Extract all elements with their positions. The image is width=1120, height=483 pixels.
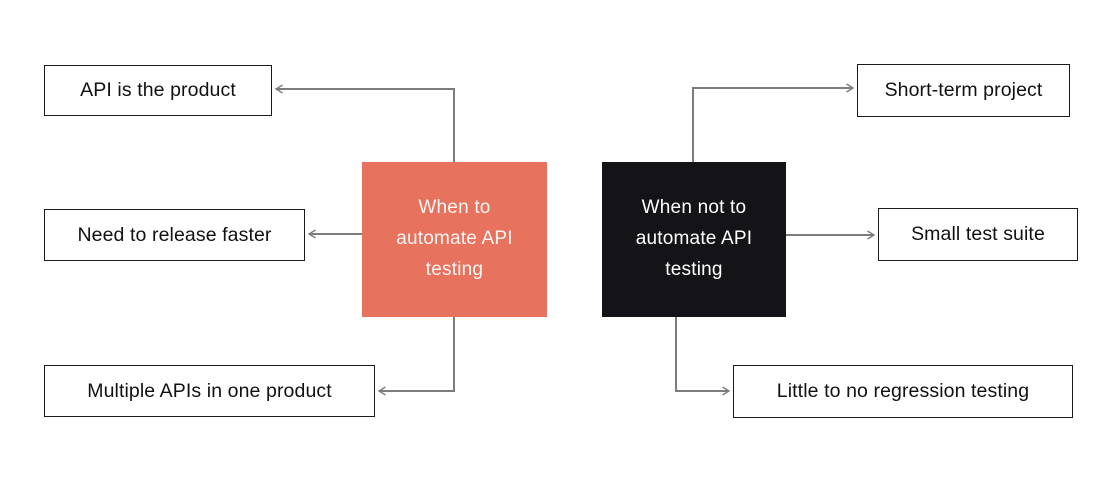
connector-when-not-short-term bbox=[692, 83, 855, 162]
node-label: API is the product bbox=[80, 79, 236, 101]
node-when-not-to-automate-api-testing: When not to automate API testing bbox=[602, 162, 786, 317]
node-label: Multiple APIs in one product bbox=[87, 379, 332, 402]
node-multiple-apis-in-one-product: Multiple APIs in one product bbox=[44, 365, 375, 417]
node-small-test-suite: Small test suite bbox=[878, 208, 1078, 261]
connector-when-to-api-product bbox=[274, 84, 455, 162]
node-label: Little to no regression testing bbox=[776, 380, 1030, 402]
node-little-to-no-regression-testing: Little to no regression testing bbox=[733, 365, 1073, 418]
node-need-to-release-faster: Need to release faster bbox=[44, 209, 305, 261]
node-when-to-automate-api-testing: When to automate API testing bbox=[362, 162, 547, 317]
connector-when-not-regression bbox=[675, 317, 731, 396]
node-api-is-the-product: API is the product bbox=[44, 65, 272, 116]
node-short-term-project: Short-term project bbox=[857, 64, 1070, 117]
node-label: Small test suite bbox=[911, 223, 1045, 245]
node-label: When to automate API testing bbox=[396, 197, 513, 280]
node-label: Need to release faster bbox=[77, 223, 272, 246]
node-label: When not to automate API testing bbox=[635, 197, 753, 280]
connector-when-to-multiple-apis bbox=[377, 317, 455, 396]
node-label: Short-term project bbox=[884, 79, 1043, 101]
